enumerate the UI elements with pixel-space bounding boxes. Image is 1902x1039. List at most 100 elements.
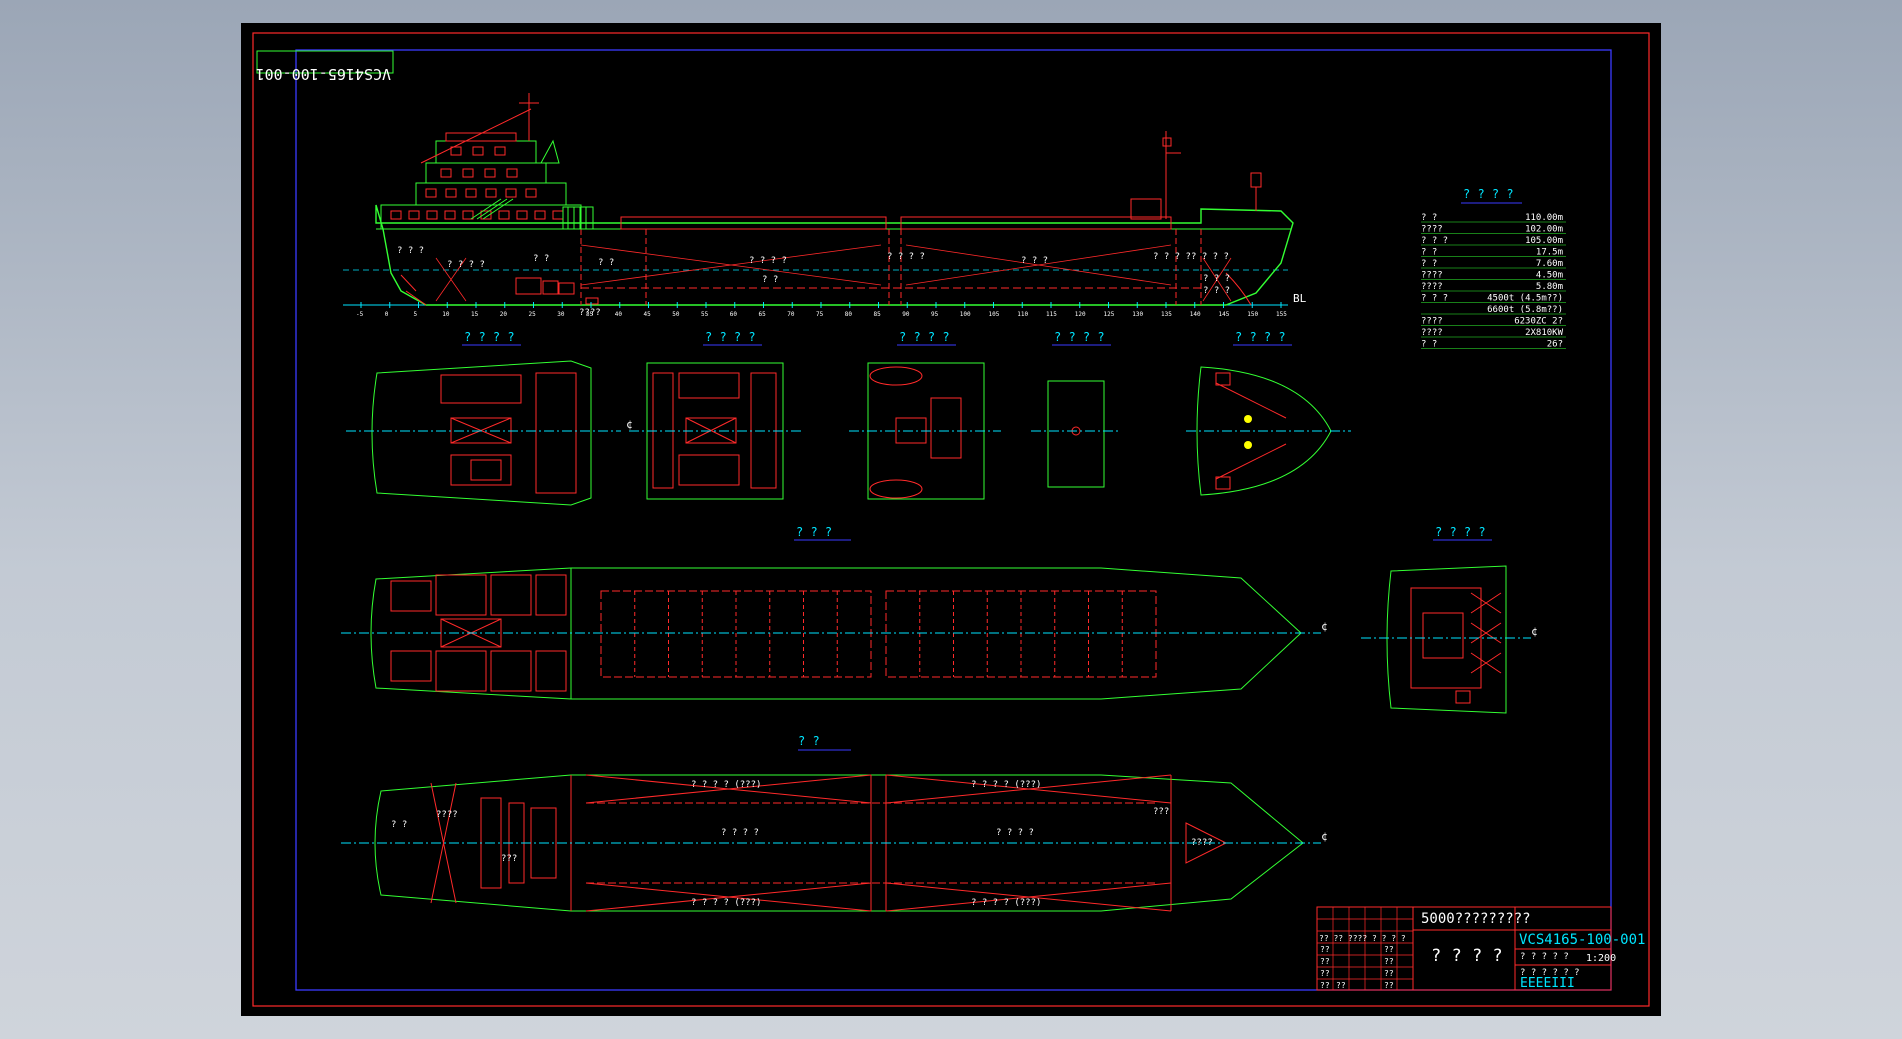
particular-value: 4.50m xyxy=(1536,271,1563,281)
frame-number: 100 xyxy=(960,311,971,318)
title-block: 5000????????? VCS4165-100-001 ? ? ? ? ? … xyxy=(1316,906,1645,991)
centerline-symbol: ¢ xyxy=(1531,625,1538,638)
particular-value: 2X810KW xyxy=(1525,328,1564,338)
title-left-headers: ?? ?? ???? ? ? ? ? xyxy=(1319,934,1406,943)
frame-number: 20 xyxy=(500,311,508,318)
frame-number: 80 xyxy=(845,311,853,318)
hold-plan-label: ???? xyxy=(436,810,458,820)
frame-number: 75 xyxy=(816,311,824,318)
main-deck-outline xyxy=(370,567,1302,700)
drawing-number: VCS4165-100-001 xyxy=(1519,932,1645,948)
particular-value: 17.5m xyxy=(1536,248,1563,258)
title-left-cell: ?? xyxy=(1320,981,1330,990)
particular-label: ???? xyxy=(1421,328,1443,338)
profile-label: ? ? xyxy=(533,254,549,264)
rotated-label-tab: VCS4165-100-001 xyxy=(256,50,394,83)
particular-value: 102.00m xyxy=(1525,225,1563,235)
profile-hull-outline xyxy=(375,204,1294,306)
hold-plan-label: ? ? xyxy=(391,820,407,830)
title-left-cell: ?? xyxy=(1320,957,1330,966)
deck-plan-views: ? ? ? ? ? ? ? ? ? ? ? ? ? xyxy=(346,330,1351,506)
aft-detail-outline xyxy=(1386,565,1507,714)
ship-name: 5000????????? xyxy=(1421,911,1531,927)
profile-label: ? ? ? ? xyxy=(887,252,925,262)
drawing-scale: 1:200 xyxy=(1586,953,1616,964)
centerline-symbol: ¢ xyxy=(1321,620,1328,633)
frame-number: 65 xyxy=(759,311,767,318)
particular-value: 110.00m xyxy=(1525,213,1563,223)
particular-value: 4500t (4.5m??) xyxy=(1487,294,1563,304)
frame-number: 145 xyxy=(1219,311,1230,318)
deck1-outline xyxy=(371,360,592,506)
title-mid-cell: ?? xyxy=(1384,981,1394,990)
hold-plan-label: ? ? ? ? xyxy=(996,828,1034,838)
hold-plan: ? ? ? ? ? ? (???) ? ? ? ? (???) ? ? ? ? … xyxy=(341,734,1321,912)
title-mid-cell: ?? xyxy=(1384,969,1394,978)
title-mid-cell: ?? xyxy=(1384,945,1394,954)
title-mid-cell: ?? xyxy=(1384,957,1394,966)
particular-value: 6600t (5.8m??) xyxy=(1487,305,1563,315)
view-title: ? ? ? ? xyxy=(705,330,756,344)
hold-plan-label: ? ? ? ? (???) xyxy=(691,780,761,790)
particular-label: ???? xyxy=(1421,317,1443,327)
frame-number: 90 xyxy=(902,311,910,318)
frame-number: 40 xyxy=(615,311,623,318)
particulars-title: ? ? ? ? xyxy=(1463,187,1514,201)
frame-number: 55 xyxy=(701,311,709,318)
frame-number: 105 xyxy=(989,311,1000,318)
particular-label: ? ? ? xyxy=(1421,236,1448,246)
deck4-outline xyxy=(1047,380,1105,488)
centerline-symbol: ¢ xyxy=(1321,830,1328,843)
hold-plan-label: ? ? ? ? xyxy=(721,828,759,838)
hold-plan-label: ? ? ? ? (???) xyxy=(971,780,1041,790)
frame-number: 110 xyxy=(1017,311,1028,318)
profile-label: ? ? ? xyxy=(397,246,424,256)
particular-value: 105.00m xyxy=(1525,236,1563,246)
baseline-label: BL xyxy=(1293,292,1307,305)
centerline-symbol: ¢ xyxy=(626,418,633,431)
frame-number: 125 xyxy=(1104,311,1115,318)
profile-label: ? ? ? ? xyxy=(1153,252,1191,262)
title-row-b: ? ? ? ? ? ? xyxy=(1520,968,1580,978)
principal-particulars: ? ? ? ? ? ? 110.00m???? 102.00m ? ? ? 105.00… xyxy=(1421,187,1566,350)
frame-number: 130 xyxy=(1132,311,1143,318)
hold-plan-label: ??? xyxy=(1153,807,1169,817)
title-left-cell: ?? xyxy=(1320,945,1330,954)
accommodation-block xyxy=(380,93,594,230)
main-deck-plan: ? ? ? xyxy=(341,525,1321,700)
particular-value: 7.60m xyxy=(1536,259,1563,269)
particular-label: ? ? xyxy=(1421,213,1437,223)
frame-number: 50 xyxy=(672,311,680,318)
aft-detail-view: ? ? ? ? xyxy=(1361,525,1531,714)
particular-label: ???? xyxy=(1421,225,1443,235)
frame-number: 5 xyxy=(414,311,418,318)
frame-number: 25 xyxy=(529,311,537,318)
frame-number: 0 xyxy=(385,311,389,318)
title-left-cell: ?? xyxy=(1336,981,1346,990)
view-title: ? ? ? ? xyxy=(1235,330,1286,344)
ship-profile-view: BL xyxy=(343,93,1307,318)
profile-label: ? ? ? xyxy=(1203,286,1230,296)
particular-value: 6230ZC 2? xyxy=(1514,317,1563,327)
hold-plan-outline xyxy=(374,774,1304,912)
view-title: ? ? ? xyxy=(796,525,832,539)
particular-value: 5.80m xyxy=(1536,282,1563,292)
frame-number: 95 xyxy=(931,311,939,318)
windlass-marker xyxy=(1244,441,1252,449)
hold-plan-label: ? ? ? ? (???) xyxy=(691,898,761,908)
frame-number: 35 xyxy=(586,311,594,318)
drawing-sheet: VCS4165-100-001 BL xyxy=(241,23,1661,1016)
outer-border xyxy=(252,32,1650,1007)
profile-label: ? ? ? ? xyxy=(1191,252,1229,262)
particular-label: ? ? xyxy=(1421,259,1437,269)
view-title: ? ? ? ? xyxy=(1054,330,1105,344)
frame-number: 70 xyxy=(787,311,795,318)
frame-number: 115 xyxy=(1046,311,1057,318)
frame-number: 10 xyxy=(442,311,450,318)
profile-label: ? ? ? xyxy=(1203,274,1230,284)
particular-label: ? ? xyxy=(1421,340,1437,350)
view-title: ? ? xyxy=(798,734,820,748)
hold-plan-label: ? ? ? ? (???) xyxy=(971,898,1041,908)
profile-label: ? ? xyxy=(598,258,614,268)
